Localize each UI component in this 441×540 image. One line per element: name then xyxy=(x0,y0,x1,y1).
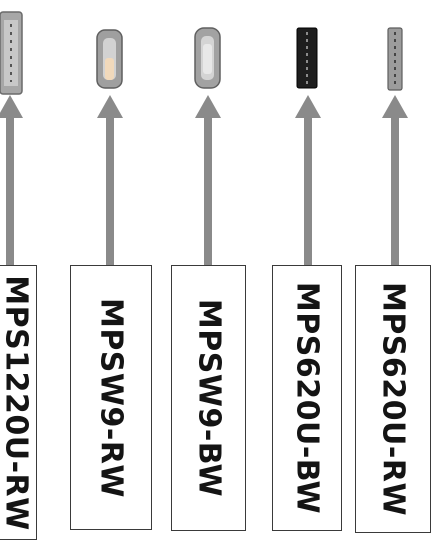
connector-5-icon xyxy=(387,27,403,91)
label-mps1220u-rw: MPS1220U-RW xyxy=(0,274,33,531)
arrow-1 xyxy=(0,95,23,265)
label-mpsw9-bw: MPSW9-BW xyxy=(191,298,226,498)
arrow-2 xyxy=(97,95,123,265)
label-mps620u-bw: MPS620U-BW xyxy=(289,281,325,515)
connector-2-icon xyxy=(96,29,123,89)
arrow-4 xyxy=(295,95,321,265)
label-box-3: MPSW9-BW xyxy=(171,265,246,531)
arrow-3 xyxy=(195,95,221,265)
connector-3-icon xyxy=(194,27,221,89)
label-box-5: MPS620U-RW xyxy=(355,265,431,533)
label-mps620u-rw: MPS620U-RW xyxy=(375,281,411,517)
connector-1-icon xyxy=(0,11,23,95)
connector-4-icon xyxy=(296,27,318,89)
label-box-2: MPSW9-RW xyxy=(70,265,152,530)
label-mpsw9-rw: MPSW9-RW xyxy=(93,297,129,498)
label-box-4: MPS620U-BW xyxy=(272,265,342,531)
label-box-1: MPS1220U-RW xyxy=(0,265,37,540)
arrow-5 xyxy=(382,95,408,265)
